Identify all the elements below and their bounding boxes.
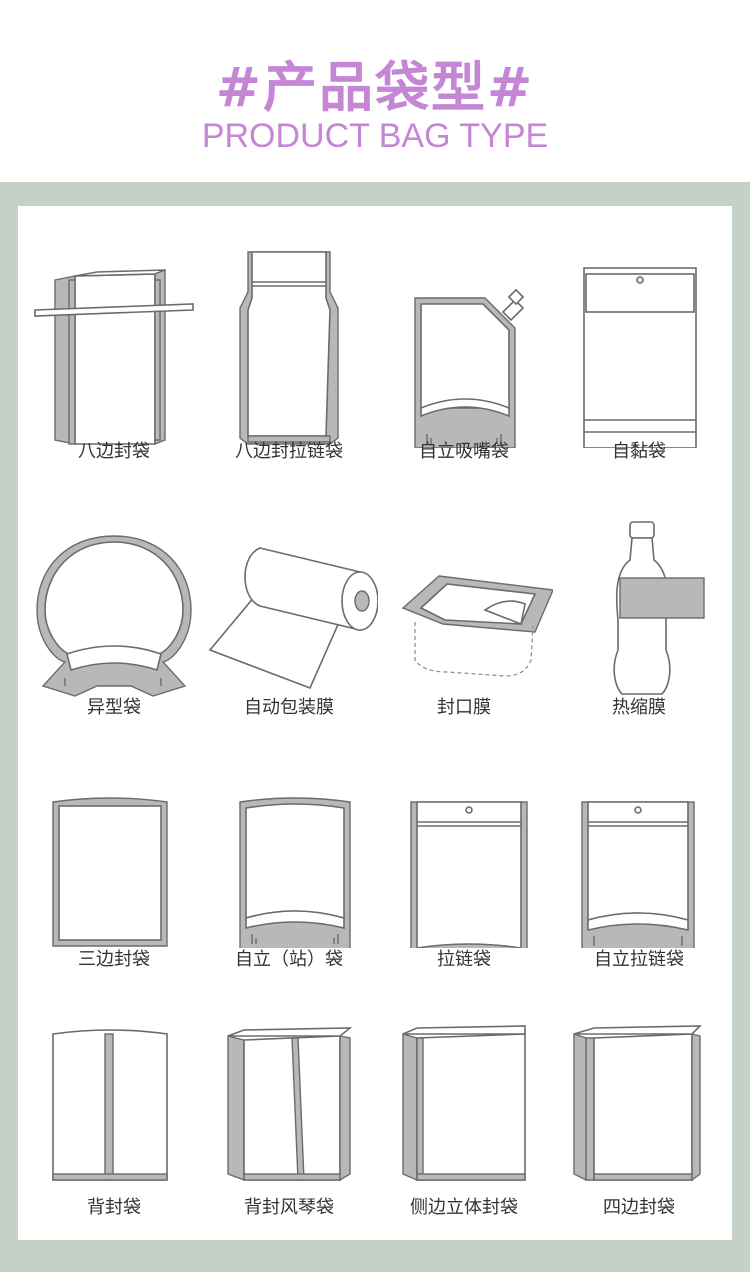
- bag-label: 自立拉链袋: [594, 949, 684, 970]
- bag-label: 封口膜: [437, 697, 491, 718]
- bag-label: 热缩膜: [612, 697, 666, 718]
- bag-item-film-roll: 自动包装膜: [200, 500, 378, 740]
- bag-item-spout-pouch: 自立吸嘴袋: [375, 248, 553, 488]
- bag-item-stand-up-pouch: 自立（站）袋: [200, 748, 378, 988]
- bag-item-shaped: 异型袋: [25, 500, 203, 740]
- bag-item-stand-up-zipper: 自立拉链袋: [550, 748, 728, 988]
- sealing-film-icon: [401, 575, 553, 677]
- bag-item-zipper-bag: 拉链袋: [375, 748, 553, 988]
- bag-label: 八边封拉链袋: [235, 441, 343, 462]
- shrink-film-bottle-icon: [613, 521, 705, 695]
- catalog-frame: 八边封袋 八边封拉链袋: [0, 182, 750, 1272]
- stand-up-zipper-pouch-icon: [581, 801, 695, 948]
- bag-label: 三边封袋: [78, 949, 150, 970]
- bag-label: 拉链袋: [437, 949, 491, 970]
- header: #产品袋型# PRODUCT BAG TYPE: [0, 0, 750, 182]
- back-seal-gusset-bag-icon: [227, 1027, 353, 1182]
- eight-side-seal-zipper-bag-icon: [239, 251, 339, 445]
- bag-item-eight-side-zipper: 八边封拉链袋: [200, 248, 378, 488]
- bag-label: 四边封袋: [603, 1197, 675, 1218]
- stand-up-spout-pouch-icon: [414, 288, 525, 448]
- bag-item-eight-side-seal: 八边封袋: [25, 248, 203, 488]
- zipper-bag-icon: [410, 801, 528, 948]
- page-title: #产品袋型#: [215, 56, 535, 119]
- bag-label: 自立吸嘴袋: [419, 441, 509, 462]
- bag-label: 背封袋: [87, 1197, 141, 1218]
- bag-item-self-adhesive: 自黏袋: [550, 248, 728, 488]
- bag-label: 自立（站）袋: [235, 949, 343, 970]
- back-seal-bag-icon: [52, 1029, 168, 1181]
- bag-label: 自动包装膜: [244, 697, 334, 718]
- self-adhesive-bag-icon: [583, 267, 697, 448]
- packaging-film-roll-icon: [208, 547, 378, 690]
- bag-item-back-seal: 背封袋: [25, 996, 203, 1236]
- side-gusset-bag-icon: [402, 1025, 526, 1182]
- bag-label: 侧边立体封袋: [410, 1197, 518, 1218]
- bag-label: 自黏袋: [612, 441, 666, 462]
- bag-item-side-gusset: 侧边立体封袋: [375, 996, 553, 1236]
- bag-item-three-side-seal: 三边封袋: [25, 748, 203, 988]
- shaped-bag-icon: [36, 535, 192, 697]
- bag-item-shrink-film: 热缩膜: [550, 500, 728, 740]
- catalog-panel: 八边封袋 八边封拉链袋: [18, 206, 732, 1240]
- page-subtitle: PRODUCT BAG TYPE: [201, 117, 549, 155]
- three-side-seal-bag-icon: [52, 797, 168, 947]
- bag-label: 异型袋: [87, 697, 141, 718]
- bag-label: 背封风琴袋: [244, 1197, 334, 1218]
- four-side-seal-bag-icon: [573, 1025, 702, 1182]
- bag-item-sealing-film: 封口膜: [375, 500, 553, 740]
- eight-side-seal-bag-icon: [34, 268, 194, 446]
- bag-item-back-seal-gusset: 背封风琴袋: [200, 996, 378, 1236]
- stand-up-pouch-icon: [239, 797, 351, 948]
- bag-item-four-side-seal: 四边封袋: [550, 996, 728, 1236]
- bag-label: 八边封袋: [78, 441, 150, 462]
